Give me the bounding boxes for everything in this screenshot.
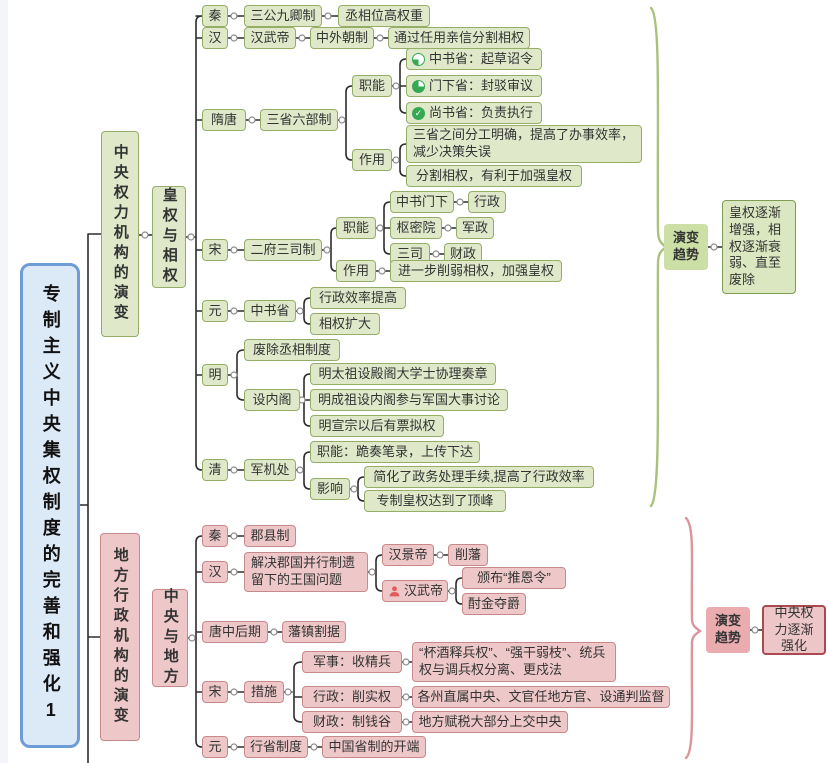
node-xingzheng[interactable]: 行政 (468, 191, 506, 213)
node-junxianzhi[interactable]: 郡县制 (244, 525, 296, 547)
era-song[interactable]: 宋 (202, 239, 228, 261)
progress-threequarter-icon (412, 79, 425, 93)
node-ming-chengzu[interactable]: 明成祖设内阁参与军国大事讨论 (310, 389, 508, 411)
node-military-detail[interactable]: “杯酒释兵权”、“强干弱枝”、统兵权与调兵权分离、更戍法 (412, 642, 616, 682)
branch-local-admin[interactable]: 地方行政机构的演变 (100, 533, 140, 741)
trend-label-local[interactable]: 演变趋势 (706, 607, 750, 653)
progress-quarter-icon (412, 52, 425, 66)
node-ming-taizu[interactable]: 明太祖设殿阁大学士协理奏章 (310, 363, 496, 385)
node-ming-xuanzong[interactable]: 明宣宗以后有票拟权 (310, 415, 444, 437)
subtopic-imperial-vs-chancellor[interactable]: 皇权与相权 (152, 186, 186, 288)
era-ming[interactable]: 明 (202, 364, 228, 386)
node-fanzhen-geju[interactable]: 藩镇割据 (282, 621, 346, 643)
node-zhongshu-menxia[interactable]: 中书门下 (390, 191, 454, 213)
era-yuan[interactable]: 元 (202, 300, 228, 322)
node-junzheng[interactable]: 军政 (456, 217, 494, 239)
node-label: 门下省：封驳审议 (429, 77, 534, 93)
node-imperial-power-peak[interactable]: 专制皇权达到了顶峰 (364, 490, 506, 512)
node-simplified-affairs[interactable]: 简化了政务处理手续,提高了行政效率 (364, 466, 594, 488)
node-label: 尚书省：负责执行 (429, 104, 534, 120)
label-functions-suitang[interactable]: 职能 (352, 75, 392, 97)
node-label: 汉武帝 (404, 582, 444, 598)
node-three-departments[interactable]: 三省六部制 (260, 109, 338, 131)
node-xuefan[interactable]: 削藩 (448, 544, 488, 566)
node-zhongshusheng-yuan[interactable]: 中书省 (244, 300, 296, 322)
branch-central-power[interactable]: 中央权力机构的演变 (101, 131, 139, 337)
node-chancellor-power[interactable]: 丞相位高权重 (338, 5, 430, 27)
label-functions-song[interactable]: 职能 (336, 217, 376, 239)
node-kingdom-problem[interactable]: 解决郡国并行制遗留下的王国问题 (244, 552, 368, 592)
era-han-local[interactable]: 汉 (202, 561, 228, 583)
root-topic[interactable]: 专制主义中央集权制度的完善和强化1 (20, 263, 80, 748)
era-suitang[interactable]: 隋唐 (202, 109, 246, 131)
node-admin-efficiency[interactable]: 行政效率提高 (310, 287, 406, 309)
trend-local-power[interactable]: 中央权力逐渐强化 (762, 605, 826, 655)
node-junjichu-function[interactable]: 职能：跪奏笔录，上传下达 (310, 441, 480, 463)
node-fiscal-detail[interactable]: 地方赋税大部分上交中央 (412, 711, 568, 733)
node-menxiasheng[interactable]: 门下省：封驳审议 (406, 75, 542, 97)
era-song-local[interactable]: 宋 (202, 681, 228, 703)
node-xingsheng-zhidu[interactable]: 行省制度 (244, 736, 308, 758)
node-han-jingdi[interactable]: 汉景帝 (382, 544, 434, 566)
node-fiscal-measure[interactable]: 财政：制钱谷 (302, 711, 402, 733)
node-strengthen-imperial-power[interactable]: 分割相权，有利于加强皇权 (406, 165, 582, 187)
node-split-chancellor-power[interactable]: 通过任用亲信分割相权 (388, 27, 530, 49)
node-division-of-labor[interactable]: 三省之间分工明确，提高了办事效率，减少决策失误 (406, 125, 642, 163)
label-effects-song[interactable]: 作用 (336, 260, 376, 282)
node-han-wudi-local[interactable]: 汉武帝 (382, 580, 448, 602)
node-cuoshi[interactable]: 措施 (244, 681, 284, 703)
node-zhoujin-duojue[interactable]: 酎金夺爵 (462, 593, 526, 615)
era-han[interactable]: 汉 (202, 27, 228, 49)
trend-central-power[interactable]: 皇权逐渐增强，相权逐渐衰弱、直至废除 (722, 200, 796, 294)
node-admin-measure[interactable]: 行政：削实权 (302, 686, 402, 708)
node-military-measure[interactable]: 军事：收精兵 (302, 651, 402, 673)
node-abolish-chancellor[interactable]: 废除丞相制度 (244, 339, 340, 361)
trend-label-central[interactable]: 演变趋势 (664, 224, 708, 270)
node-han-wudi[interactable]: 汉武帝 (244, 27, 296, 49)
page-edge (0, 0, 8, 763)
node-admin-detail[interactable]: 各州直属中央、文官任地方官、设通判监督 (412, 686, 670, 708)
node-weaken-chancellor[interactable]: 进一步削弱相权，加强皇权 (390, 260, 562, 282)
node-province-origin[interactable]: 中国省制的开端 (322, 736, 426, 758)
subtopic-central-vs-local[interactable]: 中央与地方 (152, 588, 188, 688)
node-chancellor-power-grew[interactable]: 相权扩大 (310, 313, 380, 335)
label-effects-suitang[interactable]: 作用 (352, 149, 392, 171)
era-qing[interactable]: 清 (202, 459, 228, 481)
node-sangong-jiuqing[interactable]: 三公九卿制 (244, 5, 322, 27)
node-zhongwai-chao[interactable]: 中外朝制 (310, 27, 374, 49)
node-erfu-sansi[interactable]: 二府三司制 (244, 239, 322, 261)
node-cabinet[interactable]: 设内阁 (244, 389, 300, 411)
done-check-icon (412, 106, 425, 120)
node-tuienling[interactable]: 颁布“推恩令” (462, 567, 566, 589)
era-qin-local[interactable]: 秦 (202, 525, 228, 547)
node-label: 中书省：起草诏令 (429, 50, 534, 66)
node-junjichu[interactable]: 军机处 (244, 459, 296, 481)
era-qin[interactable]: 秦 (202, 5, 228, 27)
label-influence-qing[interactable]: 影响 (310, 478, 350, 500)
node-zhongshusheng[interactable]: 中书省：起草诏令 (406, 48, 542, 70)
node-shangshusheng[interactable]: 尚书省：负责执行 (406, 102, 542, 124)
era-yuan-local[interactable]: 元 (202, 736, 228, 758)
person-icon (389, 585, 400, 596)
node-shumiyuan[interactable]: 枢密院 (390, 217, 442, 239)
era-late-tang[interactable]: 唐中后期 (202, 621, 268, 643)
